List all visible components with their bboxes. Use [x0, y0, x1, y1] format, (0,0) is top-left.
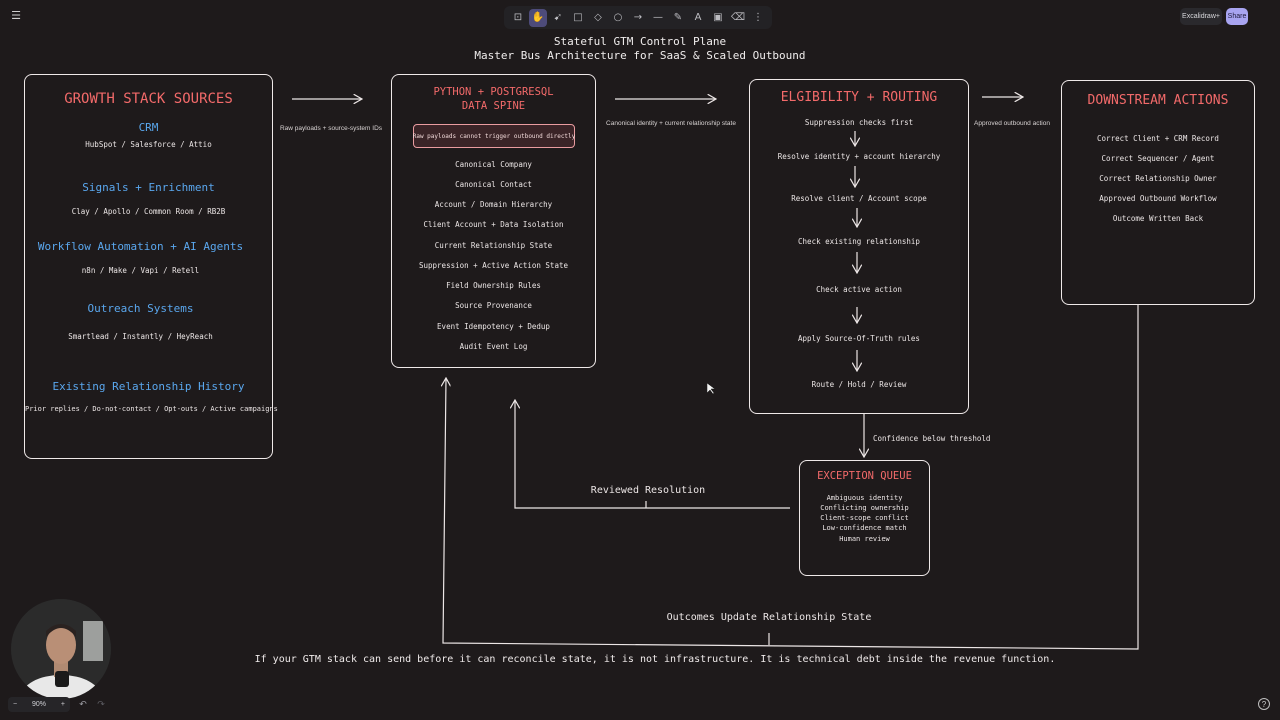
rectangle-icon[interactable]: □: [573, 12, 583, 23]
downstream-item: Correct Relationship Owner: [1099, 174, 1217, 183]
spine-item: Canonical Company: [455, 160, 532, 169]
spine-heading-2: DATA SPINE: [461, 100, 526, 112]
pencil-icon[interactable]: ✎: [673, 12, 683, 23]
redo-button[interactable]: ↷: [97, 699, 105, 710]
diamond-icon[interactable]: ◇: [594, 12, 602, 23]
zoom-controls: − 90% +: [8, 697, 70, 712]
zoom-level[interactable]: 90%: [31, 701, 46, 708]
share-button[interactable]: Share: [1226, 8, 1248, 25]
spine-item: Canonical Contact: [455, 180, 532, 189]
exception-item: Low-confidence match: [822, 524, 907, 532]
eligibility-routing-box[interactable]: ELGIBILITY + ROUTING Suppression checks …: [749, 79, 969, 414]
downstream-item: Outcome Written Back: [1112, 214, 1204, 223]
spine-item: Account / Domain Hierarchy: [434, 200, 553, 209]
exception-heading: EXCEPTION QUEUE: [817, 470, 912, 482]
spine-item: Client Account + Data Isolation: [423, 220, 564, 229]
downstream-heading: DOWNSTREAM ACTIONS: [1087, 93, 1229, 108]
downstream-actions-box[interactable]: DOWNSTREAM ACTIONS Correct Client + CRM …: [1061, 80, 1255, 305]
routing-step: Resolve client / Account scope: [791, 194, 927, 203]
history-heading: Existing Relationship History: [52, 380, 245, 393]
sources-heading: GROWTH STACK SOURCES: [64, 91, 233, 107]
routing-step: Check existing relationship: [798, 237, 920, 246]
downstream-item: Approved Outbound Workflow: [1099, 194, 1217, 203]
history-items: Prior replies / Do-not-contact / Opt-out…: [25, 405, 278, 413]
mouse-cursor-icon: [707, 383, 715, 395]
help-button[interactable]: ?: [1258, 698, 1270, 710]
drawing-toolbar: ⊡ ✋ ➹ □ ◇ ○ → — ✎ A ▣ ⌫ ⋮: [504, 6, 772, 29]
exception-item: Client-scope conflict: [820, 514, 909, 522]
spine-item: Event Idempotency + Dedup: [437, 322, 550, 331]
spine-item: Source Provenance: [455, 301, 532, 310]
spine-heading-1: PYTHON + POSTGRESQL: [433, 86, 554, 98]
label-outcomes: Outcomes Update Relationship State: [666, 612, 872, 623]
lock-icon[interactable]: ⊡: [513, 12, 523, 23]
text-icon[interactable]: A: [694, 12, 702, 23]
workflow-heading: Workflow Automation + AI Agents: [37, 240, 244, 253]
excalidraw-plus-button[interactable]: Excalidraw+: [1180, 8, 1222, 25]
label-reviewed-resolution: Reviewed Resolution: [590, 485, 706, 496]
line-icon[interactable]: —: [653, 12, 663, 23]
spine-item: Audit Event Log: [459, 342, 528, 351]
arrow-icon[interactable]: →: [633, 12, 643, 23]
signals-items: Clay / Apollo / Common Room / RB2B: [71, 207, 226, 216]
routing-step: Resolve identity + account hierarchy: [777, 152, 941, 161]
label-canonical-identity: Canonical identity + current relationshi…: [606, 120, 736, 127]
spine-item: Field Ownership Rules: [446, 281, 541, 290]
label-approved-action: Approved outbound action: [974, 120, 1050, 127]
arrow-outcomes-loop: [443, 305, 1139, 650]
crm-items: HubSpot / Salesforce / Attio: [85, 140, 212, 149]
workflow-items: n8n / Make / Vapi / Retell: [81, 266, 200, 275]
eraser-icon[interactable]: ⌫: [730, 12, 746, 23]
ellipse-icon[interactable]: ○: [613, 12, 623, 23]
presenter-webcam-avatar: [11, 599, 111, 699]
exception-item: Conflicting ownership: [820, 504, 909, 512]
image-icon[interactable]: ▣: [713, 12, 723, 23]
signals-heading: Signals + Enrichment: [82, 181, 215, 194]
undo-button[interactable]: ↶: [79, 699, 87, 710]
label-raw-payloads: Raw payloads + source-system IDs: [279, 125, 383, 132]
growth-stack-sources-box[interactable]: GROWTH STACK SOURCES CRM HubSpot / Sales…: [24, 74, 278, 459]
routing-step: Route / Hold / Review: [811, 380, 907, 389]
data-spine-box[interactable]: PYTHON + POSTGRESQL DATA SPINE Canonical…: [391, 74, 596, 368]
spine-warning-box[interactable]: Raw payloads cannot trigger outbound dir…: [413, 124, 575, 148]
routing-step: Check active action: [816, 285, 902, 294]
label-confidence: Confidence below threshold: [873, 434, 991, 443]
diagram-title: Stateful GTM Control Plane: [553, 35, 727, 48]
downstream-item: Correct Client + CRM Record: [1097, 134, 1219, 143]
selection-icon[interactable]: ➹: [553, 12, 563, 23]
footer-quote: If your GTM stack can send before it can…: [254, 654, 1056, 665]
spine-item: Current Relationship State: [434, 241, 553, 250]
outreach-heading: Outreach Systems: [87, 302, 194, 315]
outreach-items: Smartlead / Instantly / HeyReach: [68, 332, 213, 341]
routing-step: Apply Source-Of-Truth rules: [798, 334, 920, 343]
routing-step: Suppression checks first: [804, 118, 914, 127]
more-icon[interactable]: ⋮: [753, 12, 763, 23]
zoom-out-button[interactable]: −: [13, 701, 18, 708]
diagram-subtitle: Master Bus Architecture for SaaS & Scale…: [474, 49, 806, 62]
arrow-reviewed-resolution: [515, 400, 790, 509]
hand-icon[interactable]: ✋: [529, 8, 547, 27]
exception-item: Human review: [839, 535, 890, 543]
crm-heading: CRM: [138, 121, 159, 134]
routing-heading: ELGIBILITY + ROUTING: [780, 90, 938, 105]
exception-item: Ambiguous identity: [826, 494, 903, 502]
main-menu-button[interactable]: ☰: [11, 9, 21, 22]
spine-item: Suppression + Active Action State: [418, 261, 568, 270]
zoom-in-button[interactable]: +: [60, 701, 65, 708]
downstream-item: Correct Sequencer / Agent: [1101, 154, 1215, 163]
